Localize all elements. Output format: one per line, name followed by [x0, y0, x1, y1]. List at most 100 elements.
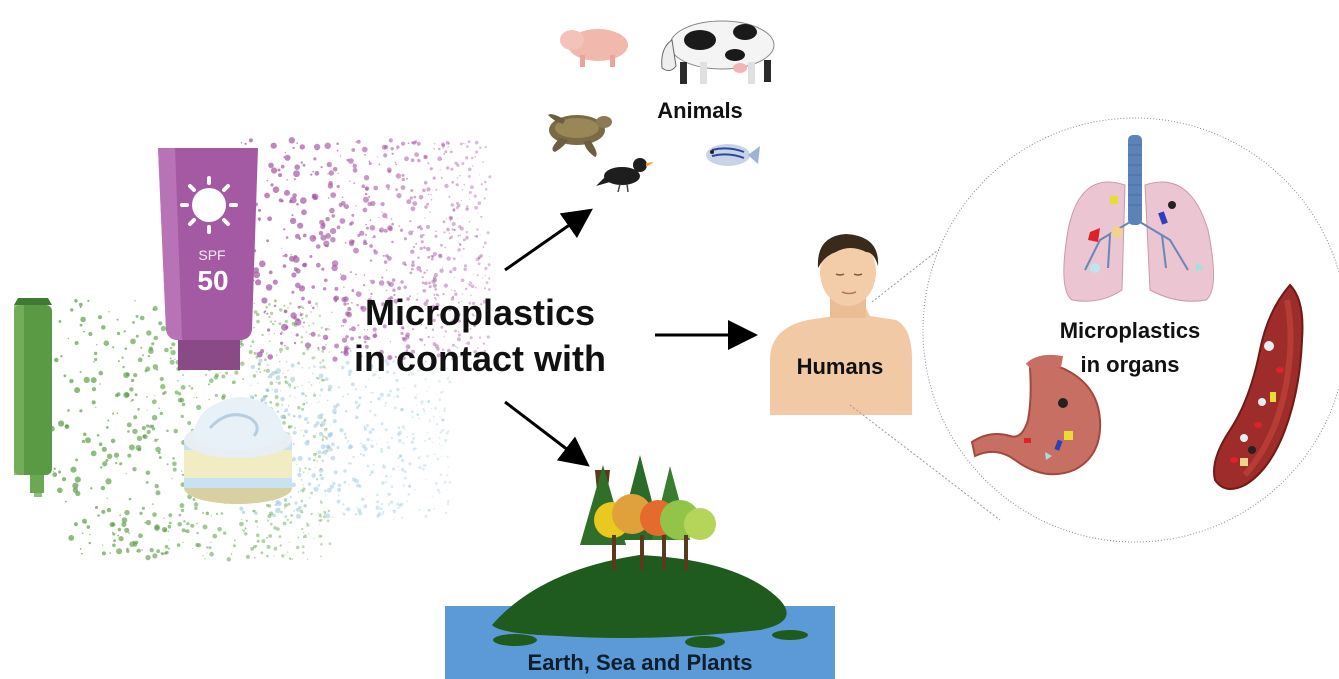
particle: [254, 352, 257, 355]
particle: [286, 179, 288, 181]
particle: [333, 167, 338, 172]
particle: [454, 277, 455, 278]
particle: [296, 142, 298, 144]
particle: [284, 515, 287, 518]
particle: [408, 462, 411, 465]
particle: [411, 410, 414, 413]
particle: [372, 392, 374, 394]
particle: [423, 246, 426, 249]
particle: [239, 522, 244, 527]
particle: [323, 335, 328, 340]
particle: [301, 479, 303, 481]
particle: [301, 336, 304, 339]
particle: [303, 484, 304, 485]
particle: [148, 348, 154, 354]
particle: [316, 433, 317, 434]
particle: [404, 387, 405, 388]
particle: [252, 340, 255, 343]
particle: [338, 173, 339, 174]
particle: [368, 196, 370, 198]
particle: [283, 264, 287, 268]
particle: [91, 377, 97, 383]
particle: [426, 247, 430, 251]
particle: [379, 438, 380, 439]
particle: [265, 395, 268, 398]
particle: [328, 181, 333, 186]
particle: [319, 432, 323, 436]
particle: [434, 288, 437, 291]
particle: [485, 188, 488, 191]
particle: [147, 410, 148, 411]
particle: [439, 437, 441, 439]
particle: [353, 248, 359, 254]
particle: [204, 558, 205, 559]
particle: [74, 522, 78, 526]
particle: [428, 282, 431, 285]
particle: [137, 549, 141, 553]
particle: [315, 171, 320, 176]
particle: [412, 141, 416, 145]
particle: [450, 151, 453, 154]
human-icon: [770, 234, 912, 415]
particle: [93, 361, 95, 363]
particle: [351, 382, 355, 386]
particle: [155, 484, 159, 488]
particle: [286, 361, 287, 362]
particle: [465, 156, 468, 159]
center-label-line1: Microplastics: [330, 292, 630, 334]
particle: [132, 321, 135, 324]
particle: [301, 287, 303, 289]
particle: [160, 377, 164, 381]
particle: [276, 375, 281, 380]
particle: [452, 267, 456, 271]
particle: [266, 313, 268, 315]
particle: [304, 417, 308, 421]
particle: [465, 236, 469, 240]
cream-jar-icon: [184, 397, 292, 504]
particle: [429, 285, 432, 288]
particle: [254, 310, 258, 314]
particle: [266, 369, 270, 373]
particle: [169, 522, 172, 525]
humans-label: Humans: [775, 354, 905, 380]
particle: [317, 378, 319, 380]
particle: [417, 414, 419, 416]
particle: [133, 415, 137, 419]
particle: [319, 362, 321, 364]
particle: [422, 282, 425, 285]
particle: [301, 209, 307, 215]
particle: [357, 508, 361, 512]
particle: [180, 503, 185, 508]
particle: [289, 386, 291, 388]
particle: [321, 166, 323, 168]
particle: [284, 310, 287, 313]
particle: [258, 368, 260, 370]
particle: [400, 229, 403, 232]
particle: [376, 500, 379, 503]
particle: [326, 437, 329, 440]
particle: [142, 507, 145, 510]
particle: [145, 369, 148, 372]
particle: [417, 257, 419, 259]
particle: [337, 226, 341, 230]
particle: [427, 162, 429, 164]
particle: [439, 416, 441, 418]
particle: [267, 364, 269, 366]
particle: [446, 166, 449, 169]
particle: [279, 308, 283, 312]
particle: [350, 463, 352, 465]
particle: [295, 397, 296, 398]
particle: [54, 358, 59, 363]
particle: [209, 378, 214, 383]
particle: [301, 297, 305, 301]
particle: [424, 205, 427, 208]
particle: [321, 444, 326, 449]
particle: [269, 401, 272, 404]
particle: [343, 286, 344, 287]
particle: [382, 513, 384, 515]
particle: [346, 442, 347, 443]
particle: [391, 147, 394, 150]
particle: [196, 405, 201, 410]
particle: [329, 208, 335, 214]
particle: [365, 187, 368, 190]
